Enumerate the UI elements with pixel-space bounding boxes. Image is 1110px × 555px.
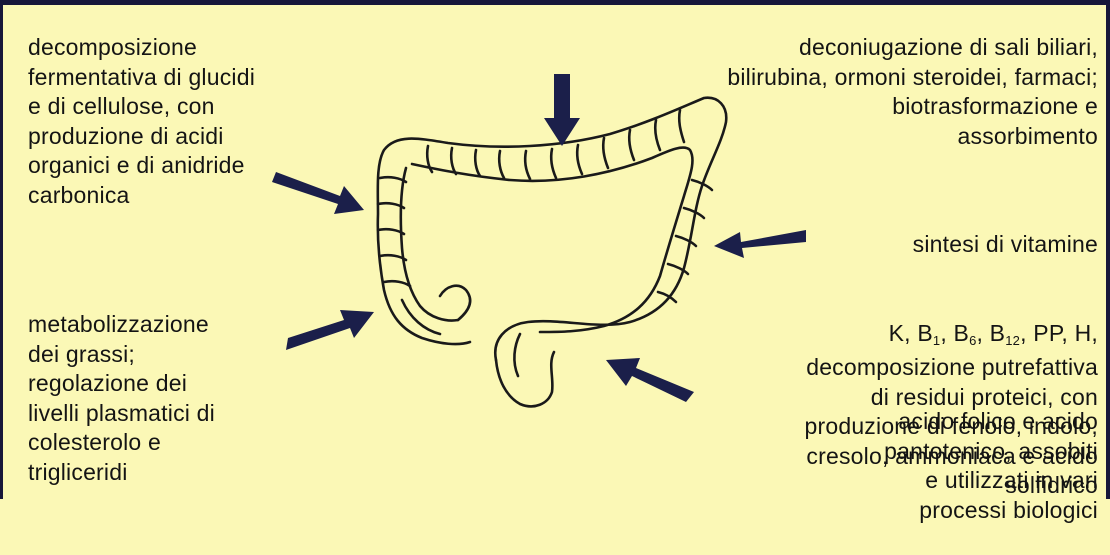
- label-decomposizione-putrefattiva: decomposizione putrefattiva di residui p…: [804, 353, 1098, 501]
- vitamine-line-1: sintesi di vitamine: [884, 230, 1098, 260]
- label-deconiugazione-sali-biliari: deconiugazione di sali biliari, bilirubi…: [727, 33, 1098, 151]
- arrow-right-icon: [286, 310, 374, 350]
- label-metabolizzazione-grassi: metabolizzazione dei grassi; regolazione…: [28, 310, 215, 487]
- colon-illustration-icon: [378, 98, 726, 407]
- arrow-down-icon: [544, 74, 580, 146]
- vitamine-line-2: K, B1, B6, B12, PP, H,: [884, 319, 1098, 349]
- arrow-upleft-icon: [606, 358, 694, 402]
- arrow-right-icon: [272, 172, 364, 214]
- label-fermentazione-glucidi: decomposizione fermentativa di glucidi e…: [28, 33, 255, 210]
- arrow-left-icon: [714, 230, 806, 258]
